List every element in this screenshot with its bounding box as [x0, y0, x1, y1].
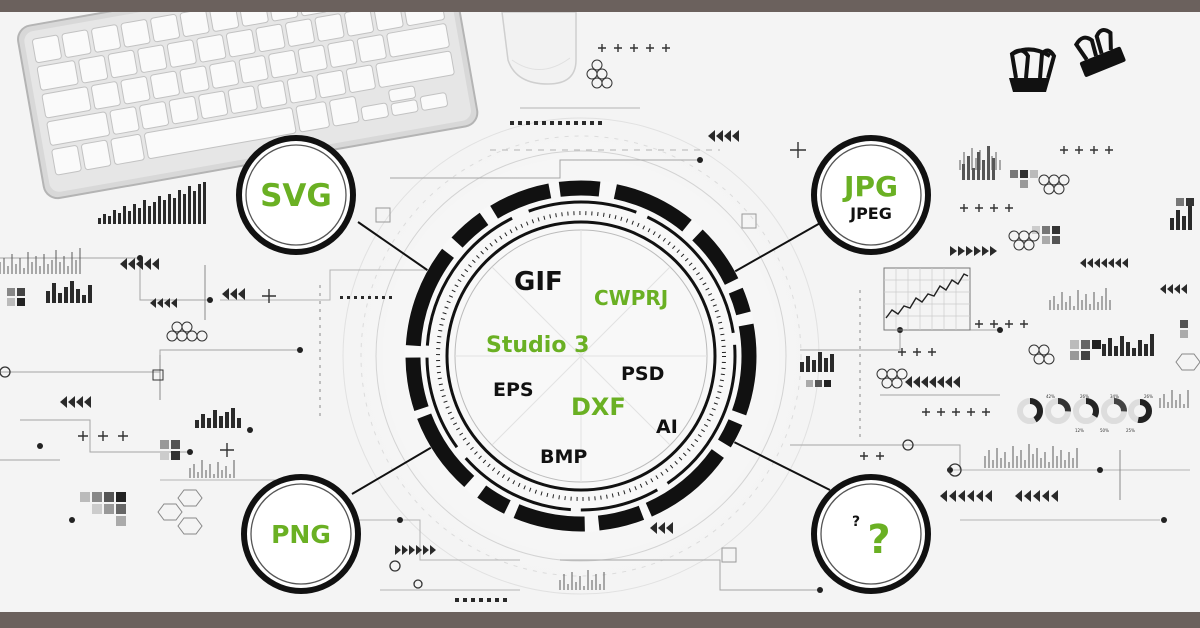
- donut-label-4: 26%: [1144, 394, 1153, 399]
- canvas: 42% 26% 34% 26% 12% 50% 25%: [0, 12, 1200, 612]
- format-bmp: BMP: [540, 446, 587, 468]
- node-svg-label: SVG: [260, 178, 332, 214]
- plus-decorations: [78, 44, 1113, 460]
- donut-label-6: 50%: [1100, 428, 1109, 433]
- node-svg: SVG: [236, 135, 356, 255]
- donut-label-5: 12%: [1075, 428, 1084, 433]
- node-png: PNG: [241, 474, 361, 594]
- node-png-label: PNG: [271, 520, 331, 549]
- line-chart-panel: [883, 267, 971, 331]
- ring-nodes: [0, 366, 962, 589]
- circuit-dots: [37, 157, 1167, 593]
- tick-rows: [0, 146, 1189, 590]
- mouse-icon: [501, 12, 577, 85]
- mini-bar-charts: [46, 146, 1192, 428]
- node-jpg-label: JPG: [842, 170, 898, 203]
- node-unknown-large-label: ?: [867, 517, 890, 563]
- format-studio: Studio 3: [486, 333, 589, 358]
- dash-rows: [340, 121, 602, 602]
- hub-format-labels: GIF CWPRJ Studio 3 EPS PSD DXF AI BMP: [486, 267, 678, 468]
- keyboard-icon: [17, 12, 479, 200]
- node-jpeg-label: JPEG: [849, 204, 892, 223]
- bottom-frame-bar: [0, 612, 1200, 628]
- infographic-svg: 42% 26% 34% 26% 12% 50% 25%: [0, 12, 1200, 602]
- outer-segment-ring: [405, 180, 757, 532]
- square-clusters: [7, 170, 1194, 563]
- format-ai: AI: [656, 416, 678, 438]
- format-cwprj: CWPRJ: [594, 286, 668, 310]
- binder-clip-left-icon: [1009, 47, 1057, 92]
- node-unknown: ? ?: [811, 474, 931, 594]
- donut-row: 42% 26% 34% 26% 12% 50% 25%: [1017, 394, 1153, 433]
- inner-ring: [445, 220, 717, 492]
- node-jpg: JPG JPEG: [811, 135, 931, 255]
- format-eps: EPS: [493, 379, 534, 401]
- donut-label-2: 26%: [1080, 394, 1089, 399]
- donut-label-1: 42%: [1046, 394, 1055, 399]
- format-gif: GIF: [514, 267, 563, 297]
- format-dxf: DXF: [571, 393, 626, 421]
- hexagon-clusters: [157, 59, 1200, 535]
- node-unknown-small-label: ?: [852, 514, 860, 530]
- binder-clip-right-icon: [1073, 28, 1126, 77]
- donut-label-7: 25%: [1126, 428, 1135, 433]
- donut-label-3: 34%: [1110, 394, 1119, 399]
- top-frame-bar: [0, 0, 1200, 12]
- central-hub: [405, 180, 757, 532]
- format-psd: PSD: [621, 363, 664, 385]
